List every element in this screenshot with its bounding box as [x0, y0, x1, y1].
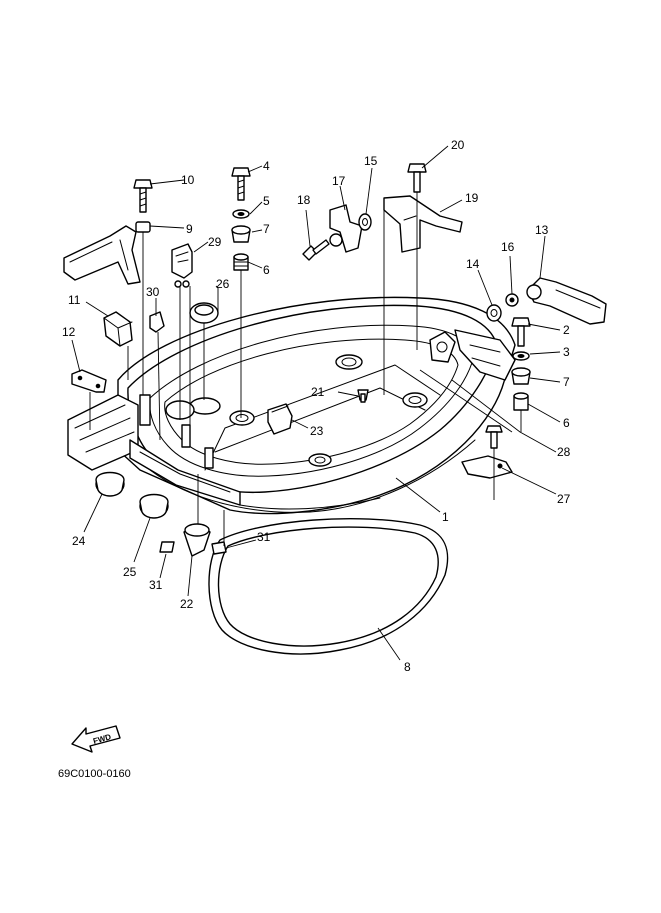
callout-20: 20: [451, 138, 465, 152]
callout-21: 21: [311, 385, 325, 399]
part-17-bracket: [329, 204, 363, 253]
part-31-pad-left: [159, 541, 175, 553]
drawing-code: 69C0100-0160: [58, 768, 131, 780]
part-9-collar: [135, 221, 151, 233]
part-3-washer: [512, 351, 530, 361]
part-15-grommet: [358, 213, 372, 231]
callout-26: 26: [216, 277, 230, 291]
callout-31: 31: [257, 530, 271, 544]
part-4-bolt: [231, 167, 251, 201]
callout-27: 27: [557, 492, 571, 506]
cowling-gasket: [208, 517, 449, 655]
callout-3: 3: [563, 345, 570, 359]
callout-14: 14: [466, 257, 480, 271]
part-28-bolt: [485, 425, 503, 449]
part-19-bracket: [383, 195, 463, 253]
leader-lines: [71, 145, 561, 661]
callout-16: 16: [501, 240, 515, 254]
callout-25: 25: [123, 565, 137, 579]
part-14-grommet: [486, 304, 502, 322]
part-7-collar-right: [511, 367, 531, 385]
callout-22: 22: [180, 597, 194, 611]
part-7-collar: [231, 225, 251, 243]
part-6-grommet-right: [513, 392, 529, 411]
part-30-clip: [149, 311, 165, 333]
callout-29: 29: [208, 235, 222, 249]
callout-9: 9: [186, 222, 193, 236]
part-27-plate: [461, 455, 513, 479]
callouts: 1 2 3 4 5 6 6 7 7 8 9 10 11 12 13 14 15 …: [62, 138, 571, 674]
callout-4: 4: [263, 159, 270, 173]
callout-8: 8: [404, 660, 411, 674]
part-24-cap: [95, 471, 125, 497]
callout-31: 31: [149, 578, 163, 592]
callout-11: 11: [68, 293, 81, 307]
part-16-washer: [505, 293, 519, 307]
callout-15: 15: [364, 154, 378, 168]
part-6-grommet: [233, 253, 249, 271]
part-lever-bracket: [63, 225, 141, 285]
part-20-bolt: [407, 163, 427, 193]
part-29-clip: [171, 243, 193, 288]
callout-24: 24: [72, 534, 86, 548]
callout-7: 7: [563, 375, 570, 389]
part-10-bolt: [133, 179, 153, 213]
part-5-washer: [232, 209, 250, 219]
part-2-bolt: [511, 317, 531, 347]
callout-2: 2: [563, 323, 570, 337]
callout-7: 7: [263, 222, 270, 236]
callout-12: 12: [62, 325, 76, 339]
callout-28: 28: [557, 445, 571, 459]
part-18-bolt: [302, 239, 330, 261]
callout-6: 6: [563, 416, 570, 430]
callout-1: 1: [442, 510, 449, 524]
part-12-plate: [71, 369, 107, 393]
callout-23: 23: [310, 424, 324, 438]
part-22-cap: [183, 523, 211, 557]
bottom-cowling: [67, 296, 516, 515]
callout-10: 10: [181, 173, 195, 187]
callout-13: 13: [535, 223, 549, 237]
callout-5: 5: [263, 194, 270, 208]
callout-30: 30: [146, 285, 160, 299]
part-11-damper: [103, 311, 133, 347]
part-26-grommet: [189, 302, 219, 324]
part-25-cap: [139, 493, 169, 519]
callout-18: 18: [297, 193, 311, 207]
callout-6: 6: [263, 263, 270, 277]
callout-17: 17: [332, 174, 346, 188]
callout-19: 19: [465, 191, 479, 205]
part-13-lever: [526, 277, 607, 325]
part-21-screw: [357, 389, 369, 403]
part-23-plug: [267, 403, 293, 435]
fwd-arrow-icon: FWD: [71, 725, 121, 753]
part-31-pad-right: [211, 541, 227, 555]
